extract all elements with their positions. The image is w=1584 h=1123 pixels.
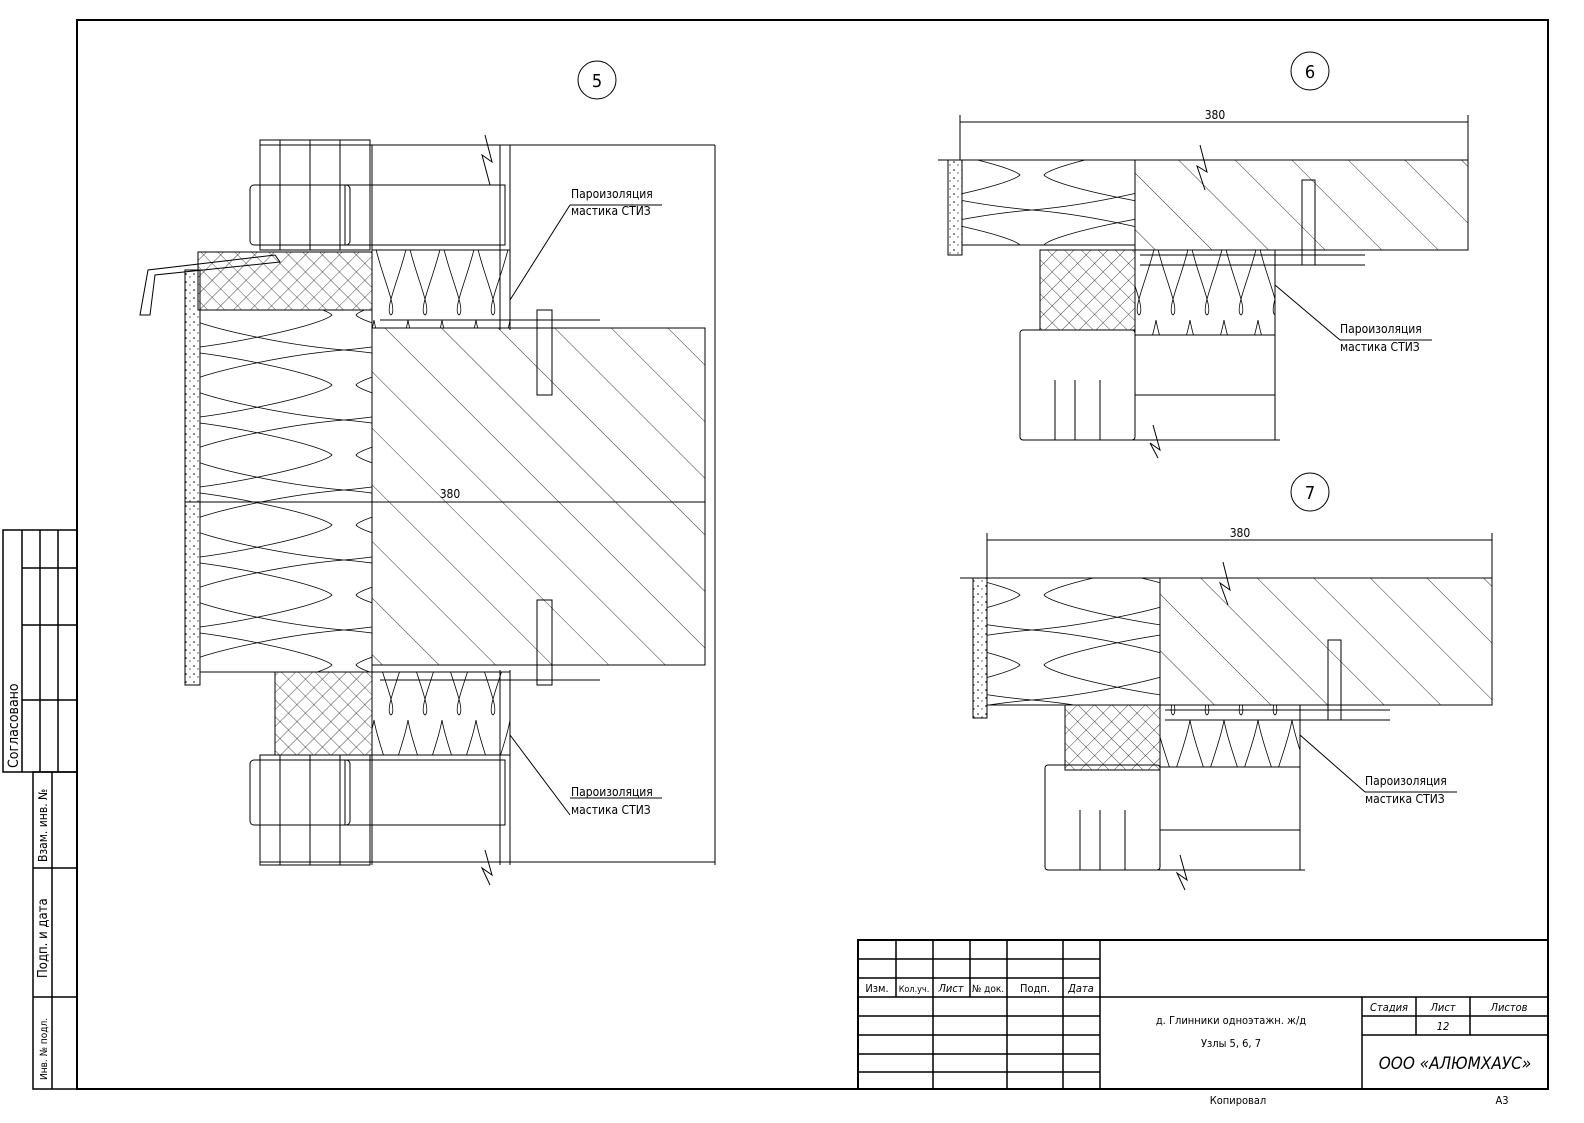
col-kol-uch: Кол.уч. (899, 985, 930, 995)
format-label: А3 (1495, 1094, 1508, 1107)
callout-line2: мастика СТИЗ (1365, 792, 1445, 806)
col-date: Дата (1067, 982, 1094, 995)
company-name: ООО «АЛЮМХАУС» (1379, 1054, 1531, 1074)
sheet-title: Узлы 5, 6, 7 (1201, 1037, 1261, 1050)
col-izm: Изм. (865, 982, 888, 995)
sheet-label: Лист (1429, 1001, 1455, 1014)
project-name: д. Глинники одноэтажн. ж/д (1156, 1014, 1306, 1027)
title-block (857, 939, 1549, 1090)
callout-line2: мастика СТИЗ (571, 803, 651, 817)
dimension-label: 380 (1230, 526, 1251, 540)
sheet-number: 12 (1437, 1020, 1450, 1033)
callout-line1: Пароизоляция (1340, 322, 1422, 336)
callout-line1: Пароизоляция (571, 187, 653, 201)
callout-line2: мастика СТИЗ (571, 204, 651, 218)
sheets-label: Листов (1490, 1001, 1528, 1014)
detail-5: 5 380 Пароизоляция мастика СТИЗ Пароизол… (139, 60, 716, 886)
detail-7: 7 380 Пароизоляция мастика СТИЗ (960, 472, 1493, 891)
callout-line1: Пароизоляция (1365, 774, 1447, 788)
detail-number: 7 (1305, 483, 1315, 504)
stamp-replace-inv: Взам. инв. № (36, 789, 50, 862)
stamp-sign-date: Подп. и дата (36, 898, 51, 978)
side-stamp (2, 529, 78, 1090)
col-sign: Подп. (1020, 982, 1050, 995)
copied-label: Копировал (1210, 1094, 1267, 1107)
detail-number: 5 (592, 71, 602, 92)
detail-number: 6 (1305, 62, 1315, 83)
detail-6: 6 380 Пароизоляция мастика СТИЗ (938, 51, 1469, 459)
callout-line1: Пароизоляция (571, 785, 653, 799)
dimension-label: 380 (1205, 108, 1226, 122)
stage-label: Стадия (1370, 1001, 1408, 1014)
col-list: Лист (937, 982, 963, 995)
dimension-label: 380 (440, 487, 461, 501)
callout-line2: мастика СТИЗ (1340, 340, 1420, 354)
stamp-inv-orig: Инв. № подл. (39, 1018, 50, 1080)
col-doc-no: № док. (972, 984, 1004, 995)
stamp-agreed: Согласовано (6, 683, 22, 768)
